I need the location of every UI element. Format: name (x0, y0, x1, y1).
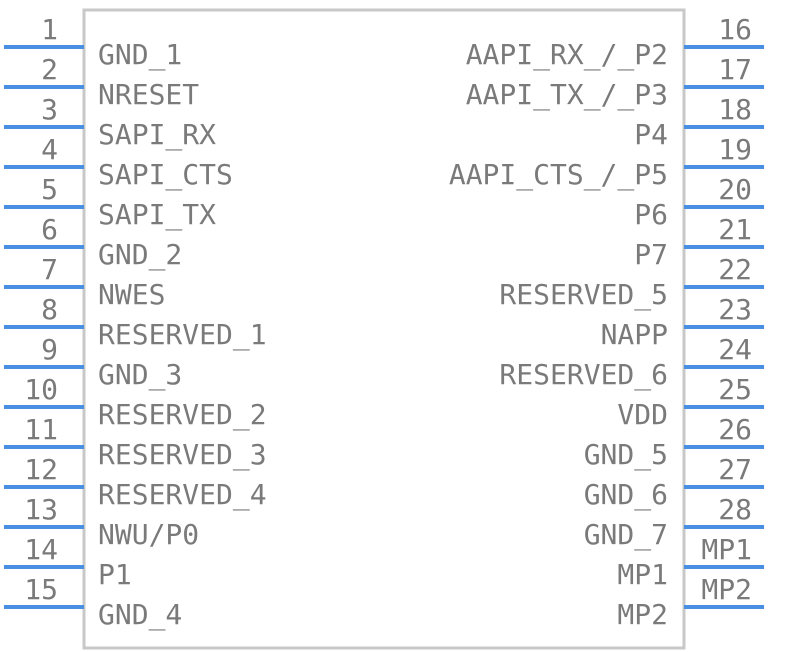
pin-name: RESERVED_4 (98, 478, 267, 512)
pin-number: 28 (718, 493, 752, 526)
pin-name: RESERVED_2 (98, 398, 267, 432)
pin-number: 12 (24, 453, 58, 486)
pin-number: 2 (41, 53, 58, 86)
pin-number: 8 (41, 293, 58, 326)
pin-name: GND_6 (584, 478, 668, 512)
pin-number: 21 (718, 213, 752, 246)
pin-number: 20 (718, 173, 752, 206)
pin-name: NWES (98, 278, 165, 311)
pin-name: GND_5 (584, 438, 668, 472)
pin-number: 14 (24, 533, 58, 566)
pin-number: 11 (24, 413, 58, 446)
pin-name: NAPP (601, 318, 668, 351)
pin-name: GND_2 (98, 238, 182, 272)
pin-name: P6 (634, 198, 668, 231)
pin-name: AAPI_CTS_/_P5 (449, 158, 668, 192)
pin-name: AAPI_TX_/_P3 (466, 78, 668, 112)
pin-number: 1 (41, 13, 58, 46)
pin-number: 24 (718, 333, 752, 366)
pin-number: 7 (41, 253, 58, 286)
pins-layer: 1GND_12NRESET3SAPI_RX4SAPI_CTS5SAPI_TX6G… (4, 13, 764, 632)
pin-number: 16 (718, 13, 752, 46)
pin-number: 9 (41, 333, 58, 366)
pin-name: SAPI_CTS (98, 158, 233, 192)
pin-number: 18 (718, 93, 752, 126)
pin-name: GND_4 (98, 598, 182, 632)
pin-number: 15 (24, 573, 58, 606)
pin-name: MP1 (617, 558, 668, 591)
pin-name: RESERVED_6 (499, 358, 668, 392)
pin-name: GND_1 (98, 38, 182, 72)
pin-number: 22 (718, 253, 752, 286)
pin-number: 6 (41, 213, 58, 246)
pin-name: P7 (634, 238, 668, 271)
pin-name: RESERVED_5 (499, 278, 668, 312)
pin-name: AAPI_RX_/_P2 (466, 38, 668, 72)
pin-name: P4 (634, 118, 668, 151)
pin-number: 23 (718, 293, 752, 326)
pin-number: 13 (24, 493, 58, 526)
pin-name: GND_3 (98, 358, 182, 392)
pin-number: 3 (41, 93, 58, 126)
pin-number: 10 (24, 373, 58, 406)
pin-number: 26 (718, 413, 752, 446)
pin-name: NRESET (98, 78, 199, 111)
pin-number: MP1 (701, 533, 752, 566)
pin-number: 5 (41, 173, 58, 206)
pin-name: SAPI_TX (98, 198, 216, 232)
pin-name: MP2 (617, 598, 668, 631)
pin-name: NWU/P0 (98, 518, 199, 551)
pin-number: 17 (718, 53, 752, 86)
pin-number: 19 (718, 133, 752, 166)
pin-name: RESERVED_1 (98, 318, 267, 352)
pin-name: P1 (98, 558, 132, 591)
pin-number: 27 (718, 453, 752, 486)
pin-name: VDD (617, 398, 668, 431)
pin-number: 25 (718, 373, 752, 406)
pin-name: SAPI_RX (98, 118, 216, 152)
pin-name: GND_7 (584, 518, 668, 552)
pin-number: MP2 (701, 573, 752, 606)
pin-name: RESERVED_3 (98, 438, 267, 472)
pin-number: 4 (41, 133, 58, 166)
